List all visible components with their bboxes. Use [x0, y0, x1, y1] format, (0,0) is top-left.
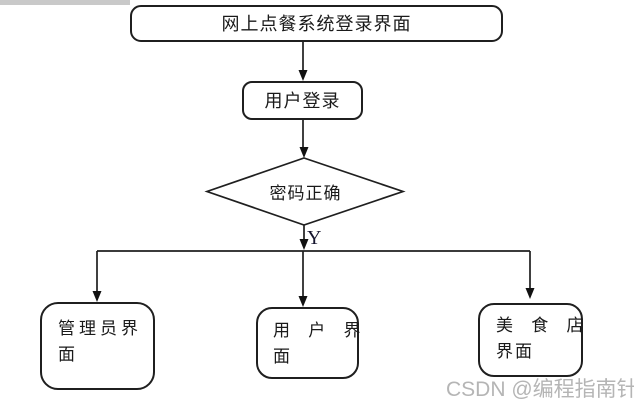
arrowhead-branch-to-store [525, 288, 535, 299]
node-admin-interface-line1: 管理员界 [58, 319, 142, 338]
node-user-interface-line1: 用 户 界 [273, 321, 368, 340]
arrowhead-branch-to-admin [92, 291, 102, 302]
node-admin-interface: 管理员界 面 [40, 302, 155, 390]
branch-yes-label: Y [307, 227, 322, 249]
node-user-login-label: 用户登录 [264, 90, 341, 111]
node-user-login: 用户登录 [242, 81, 363, 120]
node-password-correct-label: 密码正确 [269, 184, 342, 203]
arrowhead-login-to-decision [299, 147, 309, 158]
node-user-interface: 用 户 界 面 [256, 307, 368, 379]
arrowhead-decision-to-branch [299, 239, 309, 250]
arrowhead-branch-to-user [298, 296, 308, 307]
node-user-interface-line2: 面 [273, 347, 292, 366]
node-food-store-interface-line2: 界面 [496, 342, 534, 361]
node-password-correct-decision: 密码正确 [207, 158, 404, 225]
csdn-watermark: CSDN @编程指南针 [446, 378, 634, 401]
arrowhead-title-to-login [298, 70, 308, 81]
node-login-screen-title-label: 网上点餐系统登录界面 [221, 13, 412, 34]
node-admin-interface-line2: 面 [58, 345, 77, 364]
top-left-gray-bar [0, 0, 130, 5]
node-food-store-interface: 美 食 店 界面 [478, 303, 591, 377]
node-login-screen-title: 网上点餐系统登录界面 [130, 5, 503, 42]
node-food-store-interface-line1: 美 食 店 [496, 316, 591, 335]
